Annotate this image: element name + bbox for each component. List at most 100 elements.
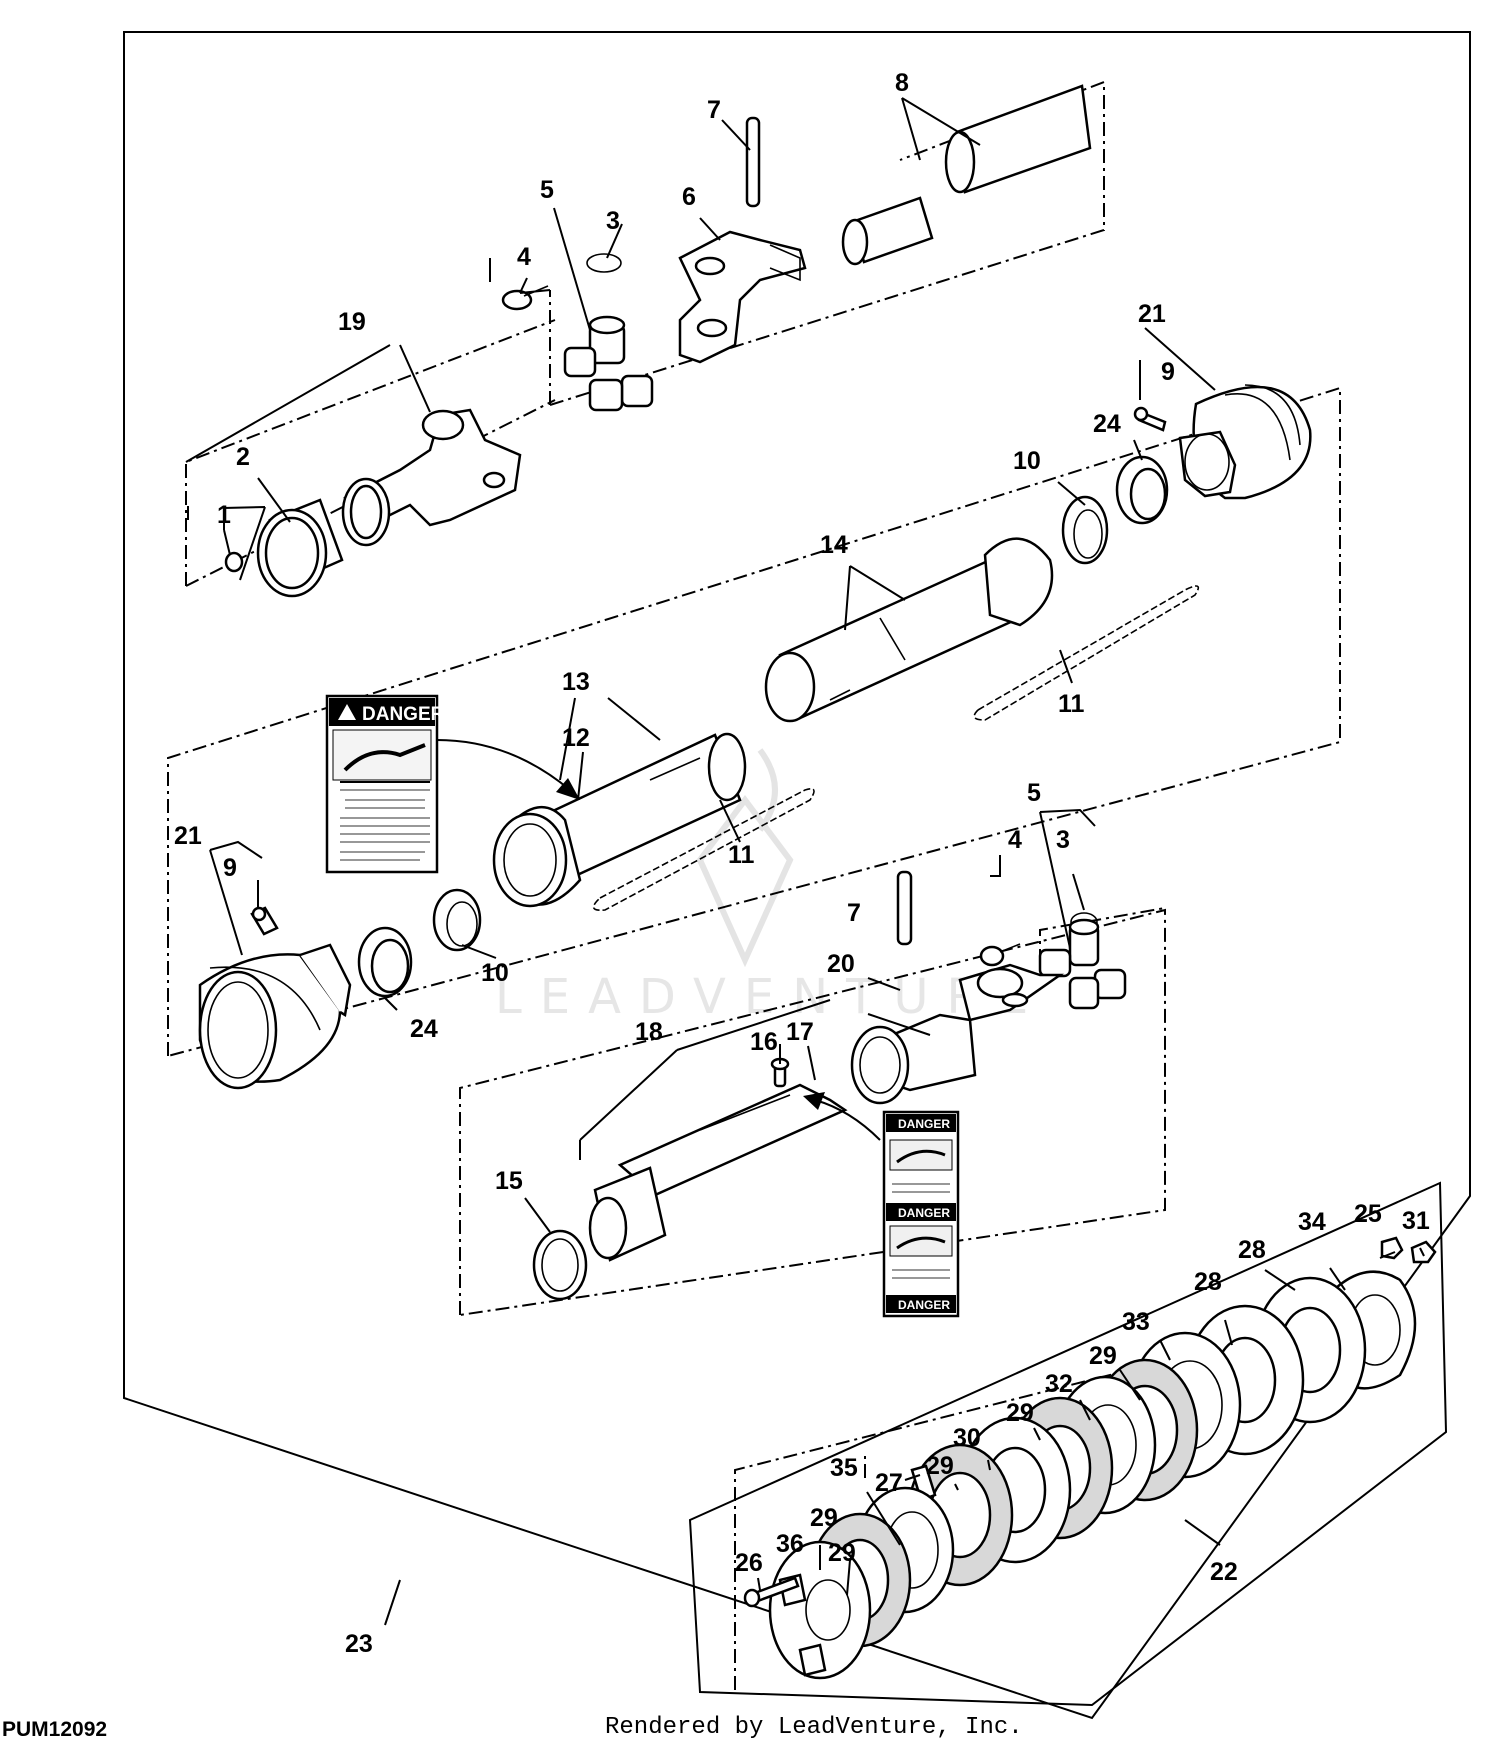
part-2-bearing	[256, 498, 344, 598]
part-14-inner-tube	[764, 537, 1054, 723]
label-part-7-lower: 7	[847, 899, 861, 927]
label-part-29-e: 29	[1089, 1342, 1117, 1370]
part-5-cross-bearing-lower	[1038, 918, 1127, 1010]
danger-decal-large-title: DANGER	[362, 704, 445, 725]
label-part-26: 26	[735, 1549, 763, 1577]
decal-small-arrowhead	[803, 1092, 825, 1110]
label-part-5-lower: 5	[1027, 779, 1041, 807]
label-part-20: 20	[827, 950, 855, 978]
label-part-23: 23	[345, 1630, 373, 1658]
figure-code: PUM12092	[2, 1718, 108, 1741]
label-part-24-right: 24	[1093, 410, 1121, 438]
part-9-screw-right	[1133, 406, 1167, 432]
danger-decal-large: DANGER	[325, 694, 445, 874]
part-20-yoke	[850, 963, 1064, 1105]
part-5-cross-bearing	[563, 315, 654, 412]
label-part-29-b: 29	[810, 1504, 838, 1532]
label-part-22: 22	[1210, 1558, 1238, 1586]
decal-large-arrow	[436, 739, 571, 791]
part-24-bearing-left	[357, 926, 413, 998]
label-part-3-lower: 3	[1056, 826, 1070, 854]
label-part-28-a: 28	[1238, 1236, 1266, 1264]
part-11-chain-left	[592, 787, 815, 912]
label-part-21-right: 21	[1138, 300, 1166, 328]
label-part-16: 16	[750, 1028, 778, 1056]
clutch-frame-22	[688, 1181, 1448, 1707]
label-part-4-upper: 4	[517, 243, 531, 271]
label-part-4-lower: 4	[1008, 826, 1022, 854]
label-part-27: 27	[875, 1469, 903, 1497]
part-9-screw-left	[250, 906, 279, 936]
decal-large-arrowhead	[556, 778, 580, 800]
label-part-2: 2	[236, 443, 250, 471]
label-part-14: 14	[820, 531, 848, 559]
label-part-19: 19	[338, 308, 366, 336]
label-part-30: 30	[953, 1424, 981, 1452]
part-4-grease-fitting	[501, 285, 549, 311]
part-21-shield-cone-right	[1178, 384, 1312, 500]
danger-decal-small-top: DANGER	[898, 1117, 950, 1131]
part-7-roll-pin-lower	[896, 870, 913, 946]
part-13-outer-tube	[492, 732, 747, 908]
label-part-36: 36	[776, 1530, 804, 1558]
label-part-10-right: 10	[1013, 447, 1041, 475]
label-part-31: 31	[1402, 1207, 1430, 1235]
label-part-34: 34	[1298, 1208, 1326, 1236]
part-labels: 1 2 3 3 4 4 5 5 6 7 7 8 9 9 10 10 11 11 …	[174, 69, 1430, 1658]
part-31-nut	[1410, 1240, 1437, 1264]
label-part-11-right: 11	[1058, 690, 1085, 718]
part-11-chain-right	[973, 585, 1200, 721]
label-part-29-c: 29	[926, 1452, 954, 1480]
label-part-21-left: 21	[174, 822, 202, 850]
label-part-5-upper: 5	[540, 176, 554, 204]
label-part-28-b: 28	[1194, 1268, 1222, 1296]
part-4-grease-fitting-lower	[979, 943, 1021, 967]
part-21-shield-cone-left	[198, 943, 352, 1090]
label-part-11-left: 11	[728, 841, 755, 869]
label-part-7-upper: 7	[707, 96, 721, 124]
label-part-33: 33	[1122, 1308, 1150, 1336]
middle-parts	[198, 732, 1127, 1301]
part-24-bearing-right	[1115, 455, 1169, 525]
label-part-13: 13	[562, 668, 590, 696]
label-part-29-a: 29	[828, 1539, 856, 1567]
decal-small-arrow	[814, 1099, 881, 1141]
danger-decal-small-bottom: DANGER	[898, 1298, 950, 1312]
leader-lines	[185, 97, 1425, 1626]
label-part-17: 17	[786, 1018, 814, 1046]
label-part-6: 6	[682, 183, 696, 211]
label-part-8: 8	[895, 69, 909, 97]
part-18-inner-shaft	[588, 1083, 848, 1262]
label-part-10-left: 10	[481, 959, 509, 987]
label-part-35: 35	[830, 1454, 858, 1482]
part-26-bolt	[743, 1576, 800, 1608]
part-1-retainer	[224, 551, 244, 573]
label-part-25: 25	[1354, 1200, 1382, 1228]
part-15-ring	[532, 1229, 588, 1301]
label-part-9-left: 9	[223, 854, 237, 882]
part-7-roll-pin	[745, 116, 761, 208]
assembly-23-frame	[123, 31, 1471, 1720]
danger-decal-small: DANGER DANGER DANGER	[882, 1110, 960, 1318]
label-part-9-right: 9	[1161, 358, 1175, 386]
part-8-splined-shafts	[841, 84, 1092, 266]
label-part-32: 32	[1045, 1370, 1073, 1398]
part-36-flange-yoke	[768, 1540, 872, 1680]
part-3-snap-ring	[586, 253, 622, 273]
label-part-29-d: 29	[1006, 1399, 1034, 1427]
upper-parts	[224, 84, 1312, 723]
label-part-24-left: 24	[410, 1015, 438, 1043]
danger-decal-small-middle: DANGER	[898, 1206, 950, 1220]
label-part-12: 12	[562, 724, 590, 752]
part-10-ring-left	[432, 888, 482, 952]
render-credit: Rendered by LeadVenture, Inc.	[605, 1714, 1023, 1741]
part-19-yoke-tube	[341, 408, 522, 547]
clutch-parts	[743, 1236, 1437, 1680]
part-10-ring-right	[1061, 495, 1109, 565]
label-part-1: 1	[217, 501, 231, 529]
label-part-18: 18	[635, 1018, 663, 1046]
part-25-nut	[1380, 1236, 1404, 1260]
label-part-15: 15	[495, 1167, 523, 1195]
part-6-yoke	[678, 230, 807, 364]
